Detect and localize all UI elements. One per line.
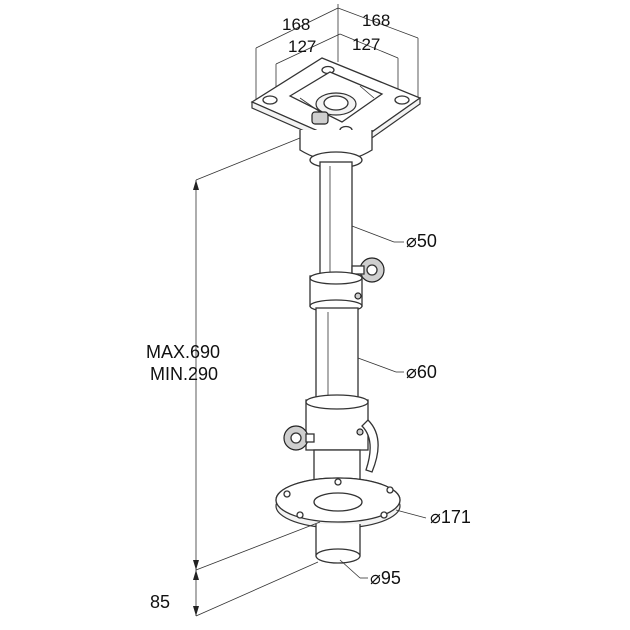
dim-diam-upper-tube: ⌀50: [406, 231, 437, 251]
dim-top-left-inner: 127: [288, 37, 316, 56]
lower-clamp-knob: [283, 425, 315, 451]
dim-top-left-outer: 168: [282, 15, 310, 34]
lower-tube: [315, 307, 359, 401]
plate-hole-left: [262, 95, 278, 105]
dim-top-right-inner: 127: [352, 35, 380, 54]
dim-diam-bottom: ⌀95: [370, 568, 401, 588]
base-flange: [275, 449, 401, 529]
dim-diam-base-flange: ⌀171: [430, 507, 471, 527]
upper-tube: [319, 161, 353, 275]
dim-bottom-offset: 85: [150, 592, 170, 612]
bottom-spigot: [315, 524, 361, 564]
top-dimension-lines: [255, 4, 419, 104]
dim-diam-lower-tube: ⌀60: [406, 362, 437, 382]
plate-hole-right: [394, 95, 410, 105]
lower-collar: [305, 394, 379, 473]
upper-clamp-knob: [351, 257, 385, 283]
plate-lock-knob: [311, 111, 329, 125]
dim-height-max: MAX.690: [146, 342, 220, 362]
dim-height-min: MIN.290: [150, 364, 218, 384]
upper-collar: [309, 271, 363, 313]
height-dimension: [193, 137, 321, 617]
dim-top-right-outer: 168: [362, 11, 390, 30]
diameter-leaders: [339, 225, 427, 579]
top-mounting-plate: [250, 57, 422, 169]
